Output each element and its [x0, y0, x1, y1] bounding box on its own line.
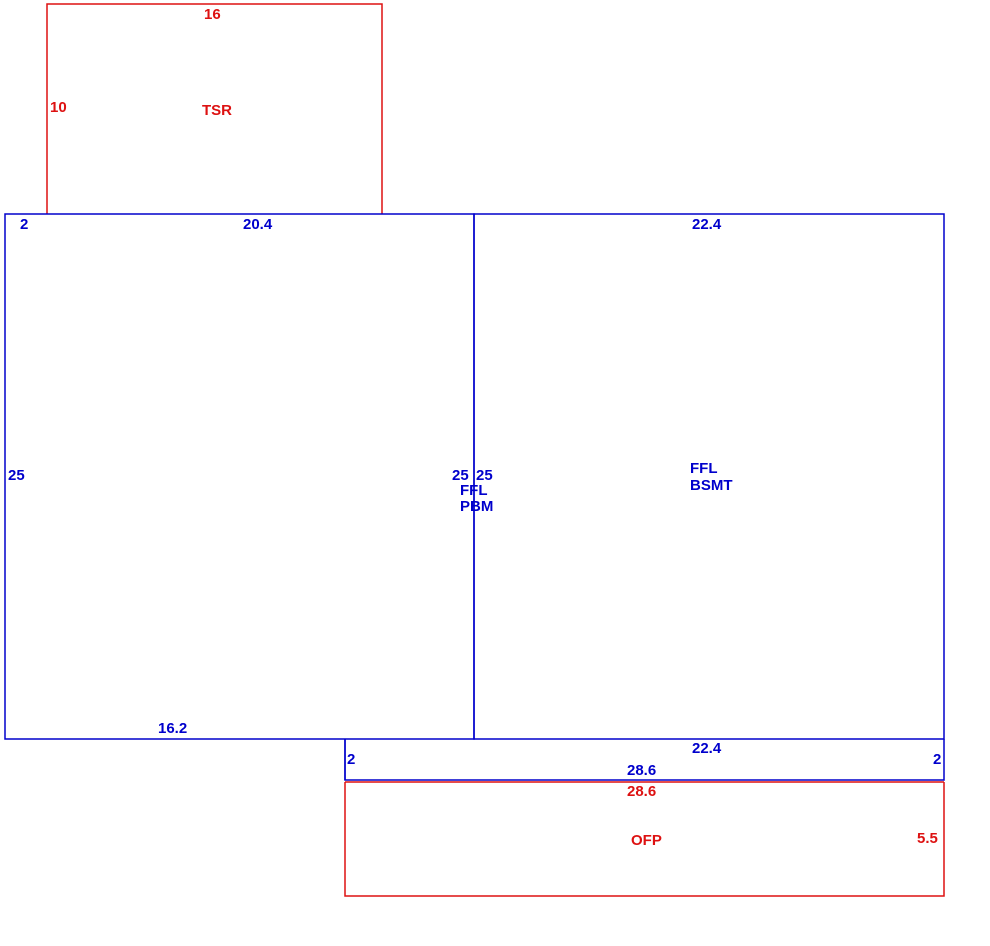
ffl-pbm-outline [4, 213, 475, 780]
ofp-right-dimension: 5.5 [917, 830, 938, 847]
strip-bottom-dimension: 28.6 [627, 762, 656, 779]
ffl-bsmt-code-line2: BSMT [690, 477, 733, 494]
tsr-area-code: TSR [202, 102, 232, 119]
ofp-outline [344, 782, 945, 897]
ofp-top-dimension: 28.6 [627, 783, 656, 800]
ffl-pbm-code-line1: FFL [460, 482, 488, 499]
ffl-pbm-top-dimension: 20.4 [243, 216, 273, 233]
ffl-bsmt-outline [473, 213, 945, 740]
ffl-pbm-notch-dimension: 2 [347, 751, 355, 768]
ofp-area-code: OFP [631, 832, 662, 849]
ffl-pbm-right-dimension: 25 [452, 467, 469, 484]
connector-strip-outline [344, 739, 945, 781]
ffl-pbm-bottom-dimension: 16.2 [158, 720, 187, 737]
ffl-bsmt-code-line1: FFL [690, 460, 718, 477]
ffl-pbm-code-line2: PBM [460, 498, 493, 515]
tsr-left-dimension: 10 [50, 99, 67, 116]
tsr-top-dimension: 16 [204, 6, 221, 23]
ffl-bsmt-top-dimension: 22.4 [692, 216, 722, 233]
tsr-outline [46, 3, 383, 214]
ffl-bsmt-bottom-dimension: 22.4 [692, 740, 722, 757]
ffl-bsmt-left-dimension: 25 [476, 467, 493, 484]
ffl-pbm-left-dimension: 25 [8, 467, 25, 484]
ffl-bsmt-right-dimension: 2 [933, 751, 941, 768]
ffl-pbm-top-left-dimension: 2 [20, 216, 28, 233]
